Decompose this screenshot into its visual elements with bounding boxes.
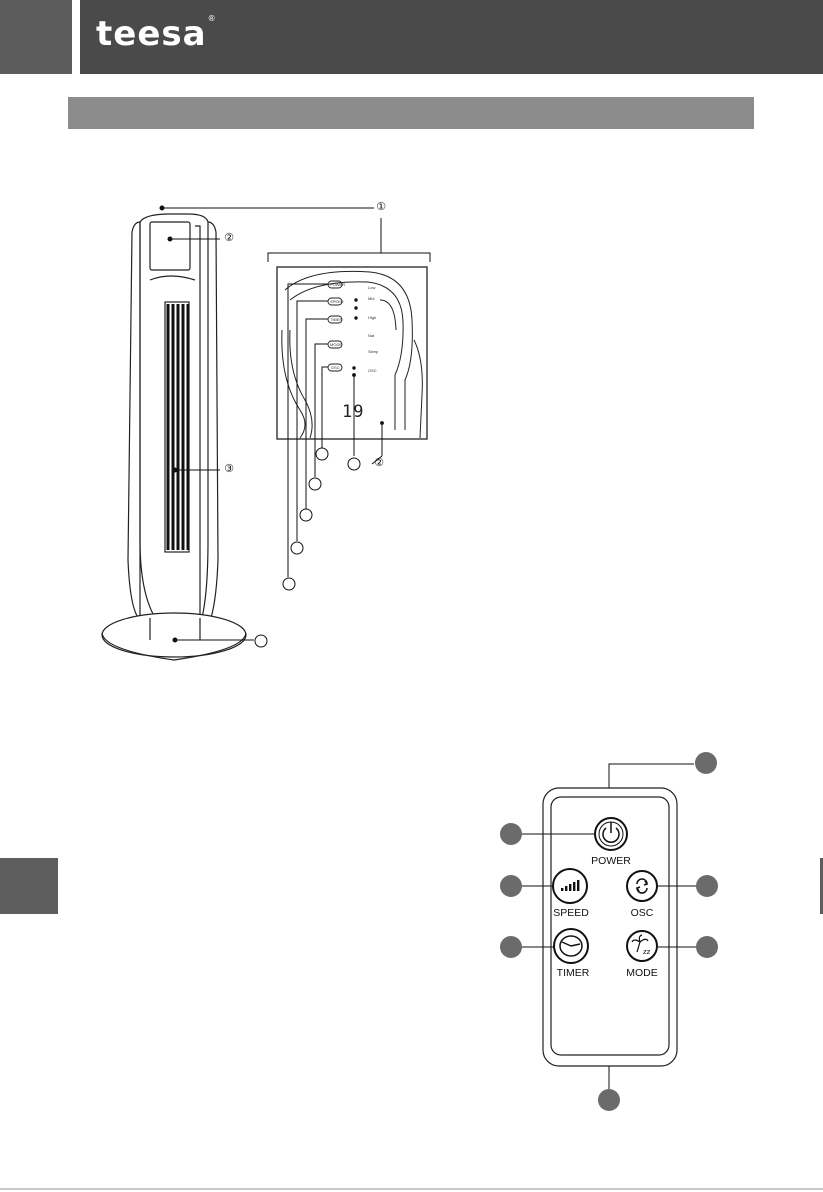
remote-label-timer: TIMER — [538, 967, 608, 979]
panel-display: 19 — [342, 402, 364, 422]
indicator-low: Low — [368, 285, 375, 290]
panel-label-timer: TIMER — [330, 317, 342, 322]
remote-label-osc: OSC — [607, 907, 677, 919]
indicator-high: High — [368, 315, 376, 320]
panel-bracket — [268, 218, 430, 262]
remote-label-speed: SPEED — [536, 907, 606, 919]
tower-fan — [102, 214, 246, 660]
remote-label-power: POWER — [576, 855, 646, 867]
callout-2: ② — [221, 231, 237, 244]
panel-label-speed: SPEED — [330, 299, 344, 304]
panel-label-mode: MODE — [330, 342, 342, 347]
indicator-sleep: Sleep — [368, 349, 378, 354]
callout-1: ① — [373, 200, 389, 213]
panel-label-osc: OSC — [331, 365, 340, 370]
indicator-natural: Nat — [368, 333, 374, 338]
indicator-osc: OSC — [368, 368, 377, 373]
panel-label-power: POWER — [330, 282, 345, 287]
callout-panel-2: ② — [371, 456, 387, 469]
callout-3: ③ — [221, 462, 237, 475]
indicator-mid: Mid — [368, 296, 374, 301]
svg-text:zz: zz — [643, 948, 651, 956]
remote-label-mode: MODE — [607, 967, 677, 979]
